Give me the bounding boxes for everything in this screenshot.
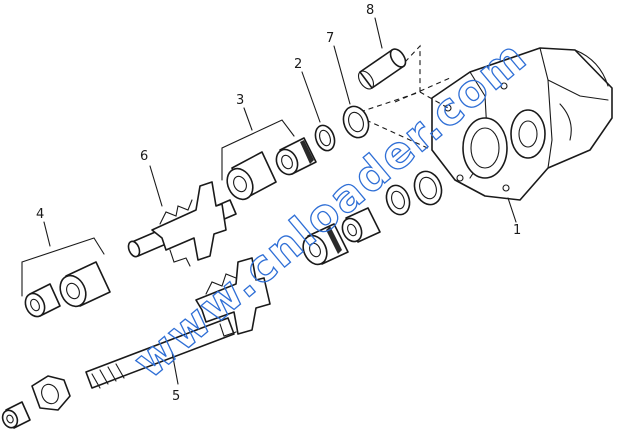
leader-3 — [243, 107, 253, 131]
seal-ring-upper — [342, 105, 370, 139]
callout-8: 8 — [366, 3, 374, 18]
seal-ring-lower — [413, 170, 443, 206]
driven-gear-shaft — [127, 181, 237, 267]
callout-7: 7 — [326, 31, 334, 46]
pump-housing — [431, 47, 613, 201]
callout-6: 6 — [140, 149, 148, 164]
leader-6 — [149, 165, 163, 207]
bearing-set-upper — [226, 137, 317, 201]
leader-5 — [171, 351, 179, 385]
callout-2: 2 — [294, 57, 302, 72]
leader-7 — [333, 45, 351, 105]
callout-4: 4 — [36, 207, 44, 222]
bracket-4 — [21, 237, 105, 297]
leader-1 — [507, 197, 517, 223]
bearing-set-lower — [24, 261, 111, 318]
leader-4 — [43, 221, 51, 247]
callout-5: 5 — [172, 389, 180, 404]
backup-ring-lower — [385, 184, 411, 216]
backup-ring-upper — [314, 124, 336, 152]
bracket-3 — [221, 119, 295, 181]
callout-3: 3 — [236, 93, 244, 108]
leader-2 — [301, 71, 321, 123]
bearing-set-middle — [302, 207, 381, 266]
leader-8 — [374, 17, 383, 49]
drive-gear-shaft — [85, 257, 271, 389]
small-bearing — [1, 401, 31, 429]
alignment-guides — [359, 44, 451, 151]
callout-1: 1 — [513, 223, 521, 238]
lock-nut — [31, 375, 71, 411]
dowel-pin — [357, 48, 407, 90]
